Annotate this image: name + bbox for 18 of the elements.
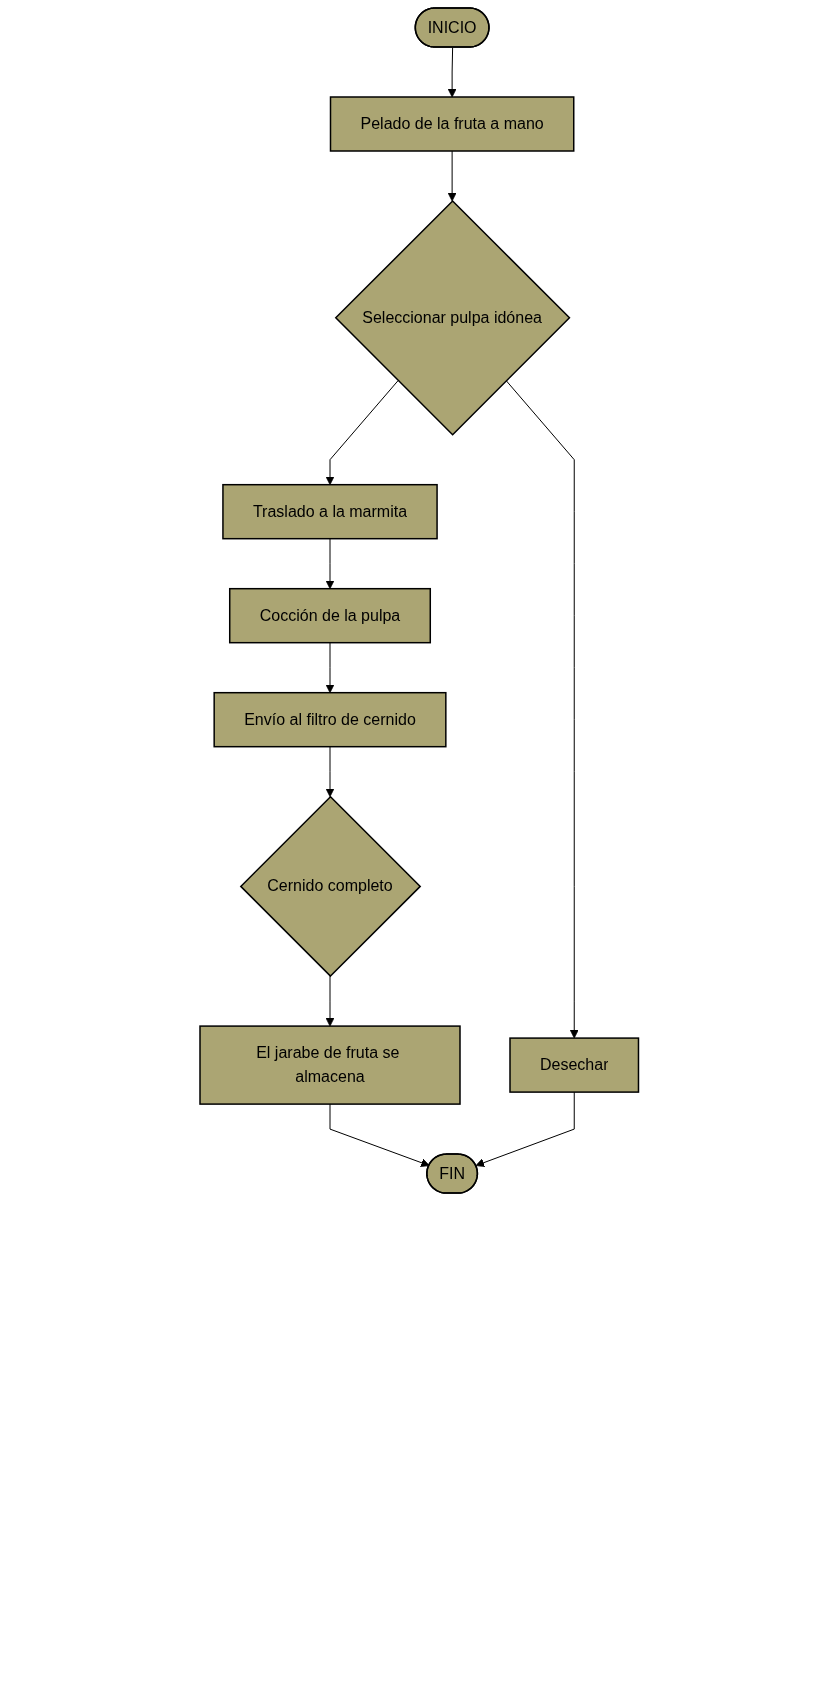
node-box: Traslado a la marmita xyxy=(221,483,438,540)
arrow xyxy=(475,1091,575,1167)
arrow xyxy=(325,746,335,798)
node-box: El jarabe de fruta se almacena xyxy=(199,1025,461,1105)
node-box: Desechar xyxy=(509,1037,639,1093)
arrow xyxy=(325,642,335,694)
node-box: Cocción de la pulpa xyxy=(228,587,431,644)
arrow xyxy=(447,150,457,202)
arrow xyxy=(325,380,399,486)
arrow xyxy=(447,47,457,98)
arrow xyxy=(325,975,335,1027)
node-diamond: Seleccionar pulpa idónea xyxy=(334,199,571,436)
arrow xyxy=(329,1103,430,1167)
node-box: Envío al filtro de cernido xyxy=(213,691,447,748)
node-diamond: Cernido completo xyxy=(239,795,421,978)
node-box: Pelado de la fruta a mano xyxy=(329,96,575,152)
arrow xyxy=(325,538,335,590)
arrow xyxy=(505,380,579,1039)
